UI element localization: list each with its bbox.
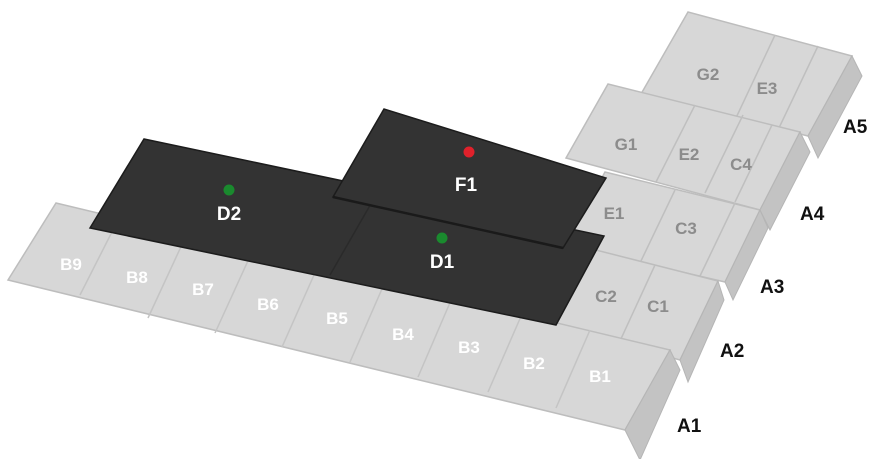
tile-g2: G2 xyxy=(697,65,720,84)
tile-b6: B6 xyxy=(257,295,279,314)
tile-b1: B1 xyxy=(589,367,611,386)
zone-d2-marker xyxy=(223,184,235,196)
tile-b4: B4 xyxy=(392,325,414,344)
tile-b5: B5 xyxy=(326,309,348,328)
tile-c2: C2 xyxy=(595,287,617,306)
zone-f1 xyxy=(331,108,608,250)
strip-a4 xyxy=(564,83,811,232)
strip-a1 xyxy=(6,202,681,459)
zone-d2-label: D2 xyxy=(217,204,241,225)
tile-c3: C3 xyxy=(675,219,697,238)
row-label-a3: A3 xyxy=(760,277,784,298)
row-label-a4: A4 xyxy=(800,204,825,225)
zone-d1-label: D1 xyxy=(430,252,455,273)
tile-b7: B7 xyxy=(192,280,214,299)
tile-c4: C4 xyxy=(730,155,752,174)
tile-b2: B2 xyxy=(523,354,545,373)
tile-b8: B8 xyxy=(126,268,148,287)
zone-d1-marker xyxy=(436,232,448,244)
zone-f1-label: F1 xyxy=(455,175,478,196)
tile-b9: B9 xyxy=(60,255,82,274)
row-label-a1: A1 xyxy=(677,416,702,437)
tile-c1: C1 xyxy=(647,297,669,316)
tile-b3: B3 xyxy=(458,338,480,357)
zone-f1-marker xyxy=(463,146,475,158)
row-label-a5: A5 xyxy=(843,117,868,138)
tile-g1: G1 xyxy=(615,135,638,154)
tile-e2: E2 xyxy=(679,145,700,164)
row-label-a2: A2 xyxy=(720,341,744,362)
tile-e1: E1 xyxy=(604,204,625,223)
tile-e3: E3 xyxy=(757,79,778,98)
